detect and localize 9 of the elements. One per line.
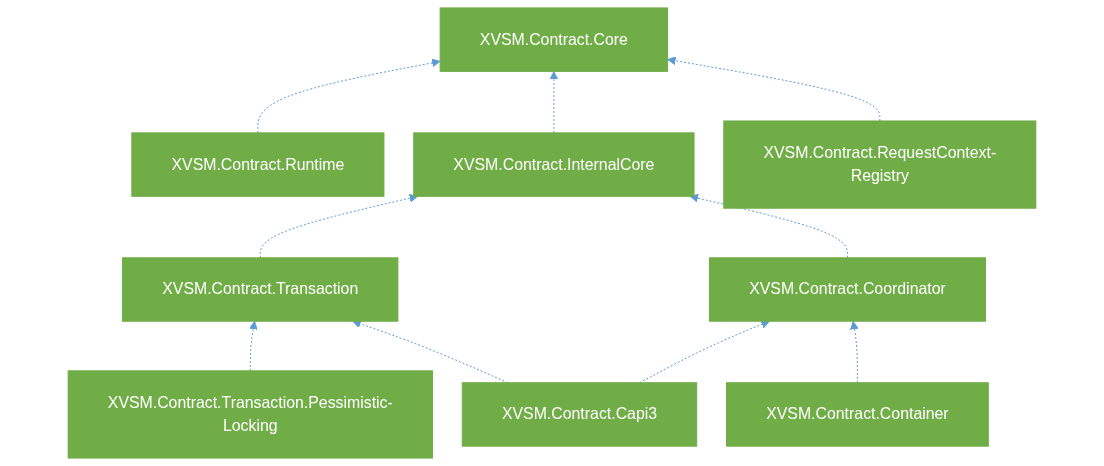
node-box: XVSM.Contract.Runtime — [131, 132, 385, 197]
node-box: XVSM.Contract.Container — [726, 382, 989, 447]
node-box: XVSM.Contract.Coordinator — [709, 257, 986, 322]
node-box: XVSM.Contract.Core — [439, 7, 669, 72]
node-box: XVSM.Contract.Transaction.Pessimistic-Locking — [67, 370, 433, 459]
node-box: XVSM.Contract.RequestContext-Registry — [723, 120, 1037, 209]
node-box: XVSM.Contract.Transaction — [122, 257, 399, 322]
node-box: XVSM.Contract.Capi3 — [461, 382, 698, 447]
node-box: XVSM.Contract.InternalCore — [413, 132, 695, 197]
